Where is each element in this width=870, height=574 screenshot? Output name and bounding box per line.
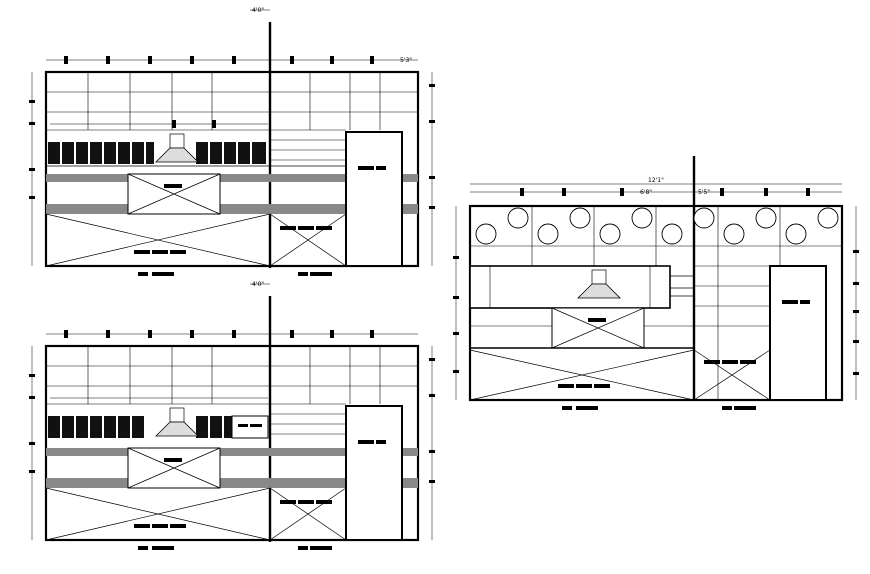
dim-top-width: 4'0" [252,7,264,14]
upper-cabinets-left [48,142,154,164]
upper-cabinets-right [196,142,266,164]
dim-right-segment: 5'3" [400,57,412,64]
elevation-b: 4'0" [29,281,435,550]
dim-right-segment-b: 5'5" [698,189,710,196]
refrigerator [345,131,403,267]
range-hood-c [577,269,621,299]
oven-unit [127,173,221,215]
range-hood-b [155,407,199,437]
base-cabinet-right [269,213,347,267]
elevation-c: 12'1" 6'8" 5'5" [453,156,859,410]
dim-right-partial: 6'8" [640,189,652,196]
range-hood [155,133,199,163]
elevation-a: 4'0" 5'3" [29,7,435,276]
base-cabinet-left [45,213,271,267]
dim-total-width: 12'1" [648,177,664,184]
upper-cabinet-block [469,265,671,309]
dimension-chain-top: 5'3" [46,56,418,64]
dim-top-width-b: 4'0" [252,281,264,288]
decorative-circles [475,207,839,245]
